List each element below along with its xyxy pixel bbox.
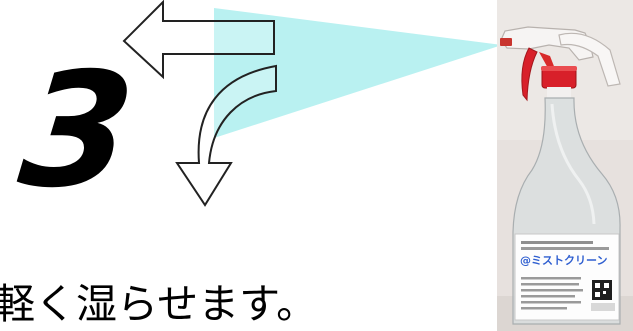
product-label: @ミストクリーン (514, 233, 620, 321)
instruction-caption: 軽く湿らせます。 (0, 280, 318, 328)
sprayer-head (500, 26, 621, 102)
product-logo: @ミストクリーン (520, 254, 607, 267)
step-number: 3 (12, 39, 142, 223)
arrow-curved-down-outline-icon (175, 64, 277, 207)
spray-bottle-photo: @ミストクリーン (497, 0, 633, 331)
spray-mist-cone (214, 8, 502, 138)
arrow-left-outline-icon (122, 0, 275, 80)
